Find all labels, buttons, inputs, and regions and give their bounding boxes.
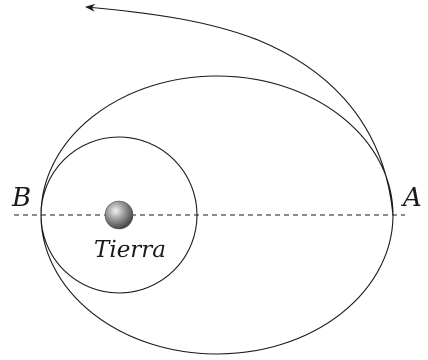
label-tierra: Tierra bbox=[94, 237, 166, 263]
earth-sphere bbox=[104, 200, 134, 230]
label-a: A bbox=[401, 183, 422, 213]
escape-trajectory bbox=[85, 3, 394, 216]
label-b: B bbox=[11, 183, 31, 213]
